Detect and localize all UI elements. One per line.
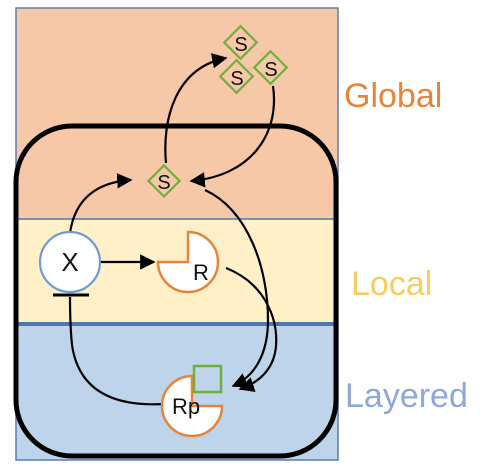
- rp-receptor: [160, 374, 224, 438]
- signal-s-pool-2: [218, 58, 255, 95]
- signal-s-pool-2-label: S: [230, 68, 243, 90]
- arrow-s-to-pool: [164, 53, 228, 164]
- global-layer-band: [16, 8, 338, 219]
- signal-s-pool-3-label: S: [264, 59, 277, 81]
- cell-outline: [13, 123, 339, 459]
- arrow-r-to-rp: [225, 266, 278, 392]
- signal-s-pool-1: [222, 24, 259, 61]
- signal-s-pool-3: [252, 49, 289, 86]
- arrow-x-to-s: [68, 173, 133, 234]
- signal-s-local: [146, 163, 182, 199]
- signal-s-pool-1-label: S: [234, 34, 247, 56]
- x-node-label: X: [61, 247, 78, 277]
- inhibition-rp-to-x: [68, 296, 165, 406]
- r-receptor: [156, 230, 220, 294]
- signal-s-local-label: S: [157, 172, 170, 194]
- layered-label: Layered: [345, 377, 468, 415]
- arrow-s-to-rp: [204, 189, 270, 388]
- local-label: Local: [351, 265, 432, 303]
- arrow-pool-to-s: [189, 85, 276, 188]
- x-node: [38, 230, 102, 294]
- r-receptor-label: R: [193, 260, 209, 285]
- rp-receptor-label: Rp: [172, 394, 200, 419]
- global-label: Global: [344, 77, 442, 115]
- rp-bound-ligand: [192, 364, 223, 394]
